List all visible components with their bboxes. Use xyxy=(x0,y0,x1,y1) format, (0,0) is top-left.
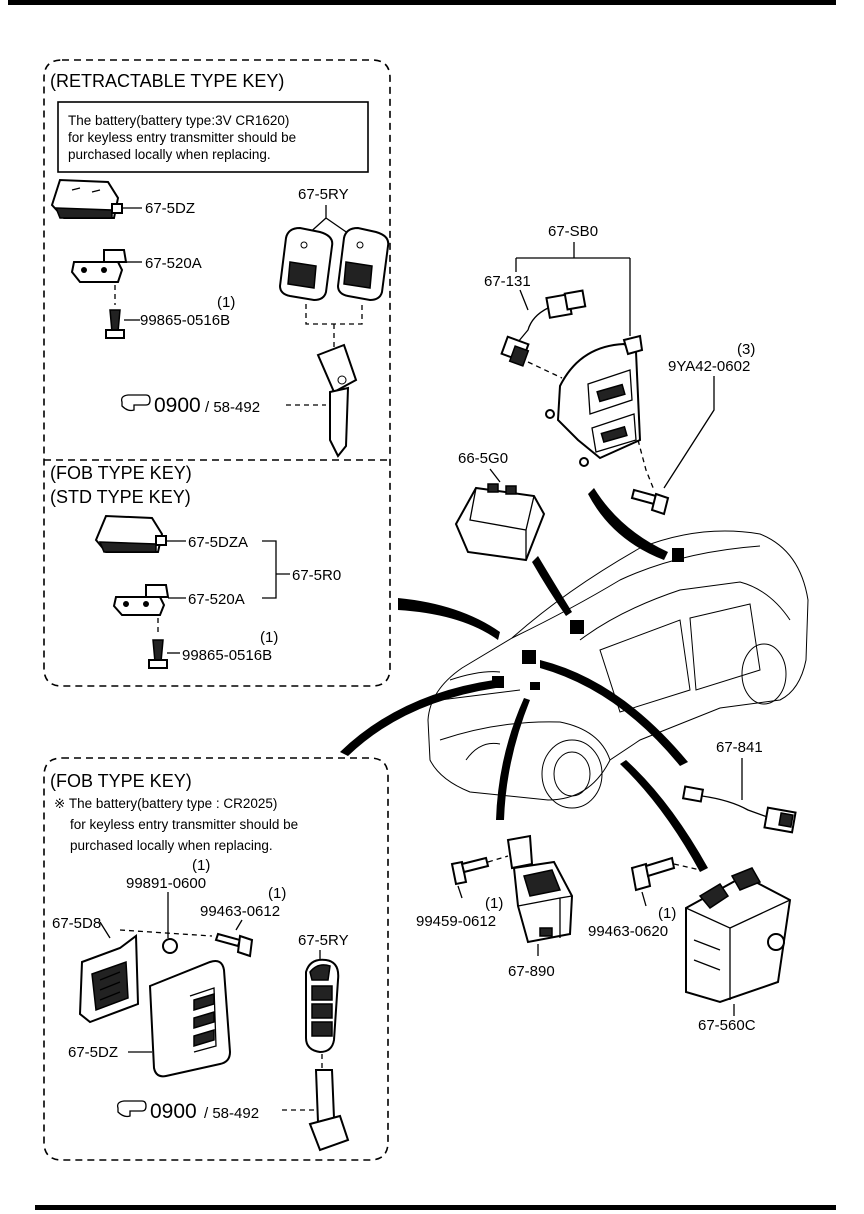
loc-sb0 xyxy=(672,548,684,562)
loc-890 xyxy=(530,682,540,690)
screw-b xyxy=(148,618,168,669)
label-67-5ry-a: 67-5RY xyxy=(298,186,349,203)
label-67-520a-a: 67-520A xyxy=(145,255,202,272)
qty-99865-b: (1) xyxy=(260,629,278,646)
pointer-arc-3 xyxy=(532,556,572,616)
loc-5g0 xyxy=(570,620,584,634)
bracket-b xyxy=(112,584,170,616)
label-9ya42-0602: 9YA42-0602 xyxy=(668,358,750,375)
battery-note2-line2: for keyless entry transmitter should be xyxy=(70,817,298,832)
battery-note2-line3: purchased locally when replacing. xyxy=(70,838,273,853)
label-99463-0612: 99463-0612 xyxy=(200,903,280,920)
pointer-arc-7 xyxy=(620,760,708,872)
receiver-module-b xyxy=(94,514,167,553)
battery-note2-line1: ※ The battery(battery type : CR2025) xyxy=(54,796,277,811)
ref1-page: / 58-492 xyxy=(205,399,260,416)
label-67-560c: 67-560C xyxy=(698,1017,756,1034)
label-67-520a-b: 67-520A xyxy=(188,591,245,608)
qty-99463-a: (1) xyxy=(268,885,286,902)
harness-67-841 xyxy=(681,785,797,834)
label-67-sb0: 67-SB0 xyxy=(548,223,598,240)
receiver-bracket-67-5d8 xyxy=(78,934,140,1024)
module-67-560c xyxy=(685,867,792,1004)
vehicle-outline xyxy=(427,530,809,809)
section-fob-title: (FOB TYPE KEY) xyxy=(50,463,192,483)
label-67-5dz-a: 67-5DZ xyxy=(145,200,195,217)
label-67-131: 67-131 xyxy=(484,273,531,290)
battery-note-line1: The battery(battery type:3V CR1620) xyxy=(68,113,289,128)
pointer-arc-2 xyxy=(588,488,668,560)
battery-note-line2: for keyless entry transmitter should be xyxy=(68,130,296,145)
pointer-arc-5 xyxy=(540,660,688,766)
fob-key-blade xyxy=(308,1069,350,1152)
label-67-5r0: 67-5R0 xyxy=(292,567,341,584)
label-67-890: 67-890 xyxy=(508,963,555,980)
label-67-5dz-b: 67-5DZ xyxy=(68,1044,118,1061)
panel-top xyxy=(43,59,391,687)
qty-99891: (1) xyxy=(192,857,210,874)
qty-9ya42: (3) xyxy=(737,341,755,358)
screw-a xyxy=(105,285,125,339)
bolt-99463-0620 xyxy=(630,856,676,892)
retractable-key-fob-1 xyxy=(278,226,334,302)
ref1-code: 0900 xyxy=(154,394,201,417)
bolt-99459 xyxy=(450,856,490,886)
pointer-arc-4 xyxy=(340,680,496,756)
ref2-page: / 58-492 xyxy=(204,1105,259,1122)
section-std-title: (STD TYPE KEY) xyxy=(50,487,191,507)
qty-99463-b: (1) xyxy=(658,905,676,922)
loc-520a xyxy=(492,676,504,688)
label-66-5g0: 66-5G0 xyxy=(458,450,508,467)
receiver-module-67-5dz-b xyxy=(148,960,232,1078)
receiver-module-a xyxy=(50,178,123,219)
label-67-841: 67-841 xyxy=(716,739,763,756)
module-67-sb0 xyxy=(545,334,644,467)
loc-5dz xyxy=(522,650,536,664)
ref2-code: 0900 xyxy=(150,1100,197,1123)
label-99459-0612: 99459-0612 xyxy=(416,913,496,930)
section-retractable-title: (RETRACTABLE TYPE KEY) xyxy=(50,71,284,91)
pointer-arc-1 xyxy=(398,598,500,640)
harness-67-131 xyxy=(500,289,587,367)
label-99865-a: 99865-0516B xyxy=(140,312,230,329)
retractable-key-blade xyxy=(316,343,358,458)
hand-pointer-icon xyxy=(120,394,151,412)
section-fob2-title: (FOB TYPE KEY) xyxy=(50,771,192,791)
panel-bottom xyxy=(43,757,389,1161)
label-99865-b: 99865-0516B xyxy=(182,647,272,664)
qty-99459: (1) xyxy=(485,895,503,912)
fob-key-67-5ry xyxy=(305,958,340,1054)
bolt-9ya42 xyxy=(630,488,670,516)
nut-99891 xyxy=(162,938,178,954)
pointer-arc-6 xyxy=(496,698,530,820)
top-border xyxy=(8,0,836,5)
label-99891-0600: 99891-0600 xyxy=(126,875,206,892)
hand-pointer-icon-2 xyxy=(116,1100,147,1118)
label-67-5d8: 67-5D8 xyxy=(52,915,101,932)
battery-note-line3: purchased locally when replacing. xyxy=(68,147,271,162)
label-67-5dza: 67-5DZA xyxy=(188,534,248,551)
bracket-a xyxy=(70,249,128,283)
label-67-5ry-b: 67-5RY xyxy=(298,932,349,949)
unit-66-5g0 xyxy=(454,483,546,562)
unit-67-890 xyxy=(506,834,574,944)
bottom-border xyxy=(35,1205,836,1210)
bolt-99463-0612 xyxy=(214,932,254,958)
battery-note-box xyxy=(57,101,369,173)
label-99463-0620: 99463-0620 xyxy=(588,923,668,940)
qty-99865-a: (1) xyxy=(217,294,235,311)
retractable-key-fob-2 xyxy=(336,226,390,302)
